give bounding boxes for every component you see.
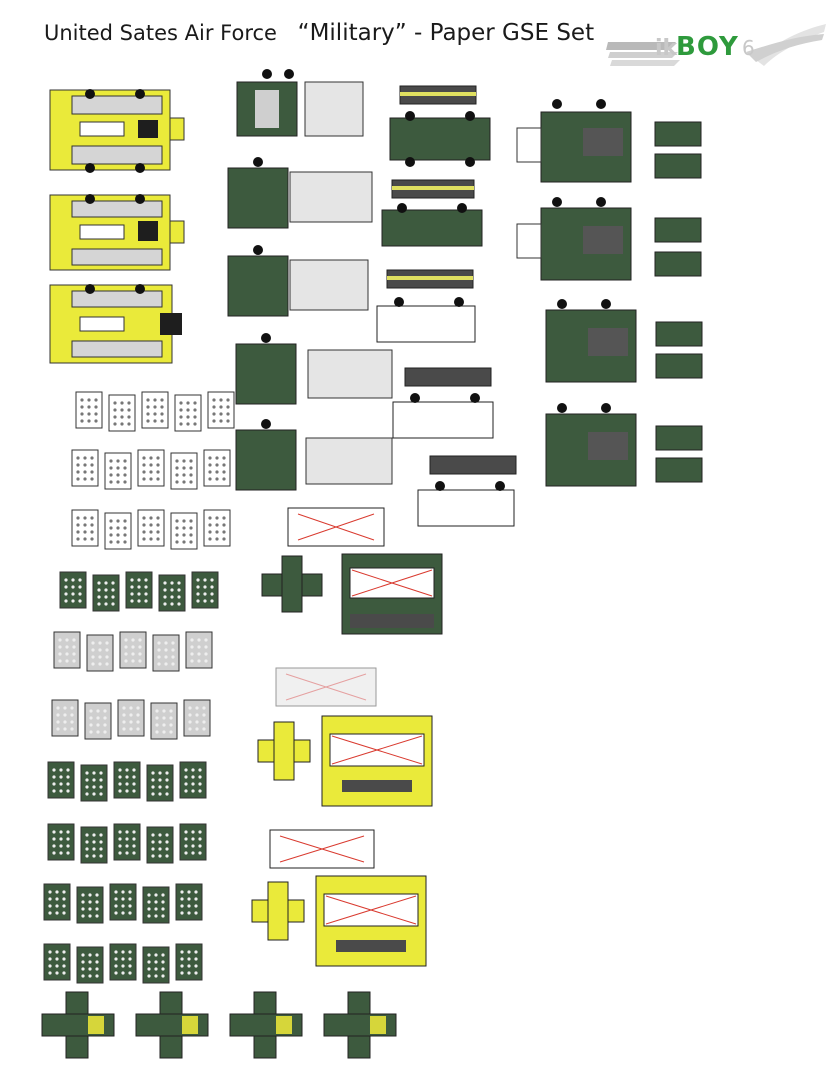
logo-mark xyxy=(606,24,826,66)
white-trailer-net-2 xyxy=(392,367,494,439)
card-piece xyxy=(86,634,114,672)
small-card-grid xyxy=(43,391,235,984)
olive-tug-net-4 xyxy=(545,403,703,487)
sheet-title: United Sates Air Force “Military” - Pape… xyxy=(44,20,594,46)
white-trailer-net-3 xyxy=(417,455,517,527)
gray-loader-net xyxy=(275,667,377,707)
olive-tractor-net-3 xyxy=(229,991,303,1059)
card-piece xyxy=(104,452,132,490)
card-piece xyxy=(146,826,174,864)
olive-tug-net-3 xyxy=(545,299,703,383)
olive-container-net-4 xyxy=(235,333,393,405)
yellow-loader-net-2 xyxy=(251,875,427,967)
yellow-truck-net-3 xyxy=(49,284,182,364)
white-trailer-net-1 xyxy=(376,269,476,343)
olive-tug-net-1 xyxy=(516,99,702,183)
olive-tug-net-2 xyxy=(516,197,702,281)
yellow-loader-net-1 xyxy=(257,715,433,807)
title-left: United Sates Air Force xyxy=(44,21,277,45)
olive-container-net-1 xyxy=(236,69,364,137)
logo-suffix: 6 xyxy=(742,36,755,60)
white-loader-net-1 xyxy=(287,507,385,547)
olive-tractor-net-4 xyxy=(323,991,397,1059)
olive-loader-net xyxy=(261,553,443,635)
card-piece xyxy=(71,509,99,547)
olive-tractor-net-1 xyxy=(41,991,115,1059)
olive-container-net-5 xyxy=(235,419,393,491)
card-piece xyxy=(59,571,87,609)
yellow-truck-net-2 xyxy=(49,194,185,271)
card-piece xyxy=(141,391,169,429)
card-piece xyxy=(71,449,99,487)
trailer-net-1 xyxy=(389,85,491,167)
yellow-truck-net-1 xyxy=(49,89,185,173)
card-piece xyxy=(75,391,103,429)
olive-tractor-net-2 xyxy=(135,991,209,1059)
title-right: “Military” - Paper GSE Set xyxy=(297,20,595,46)
card-piece xyxy=(207,391,235,429)
card-piece xyxy=(113,761,141,799)
olive-container-net-3 xyxy=(227,245,369,317)
card-piece xyxy=(47,823,75,861)
card-piece xyxy=(170,452,198,490)
logo-brand: BOY xyxy=(676,32,739,62)
card-piece xyxy=(108,394,136,432)
white-loader-net-2 xyxy=(269,829,375,869)
trailer-net-2 xyxy=(381,179,483,247)
card-piece xyxy=(203,449,231,487)
logo-prefix: iki xyxy=(655,36,685,61)
card-piece xyxy=(174,394,202,432)
olive-container-net-2 xyxy=(227,157,373,229)
card-piece xyxy=(137,449,165,487)
